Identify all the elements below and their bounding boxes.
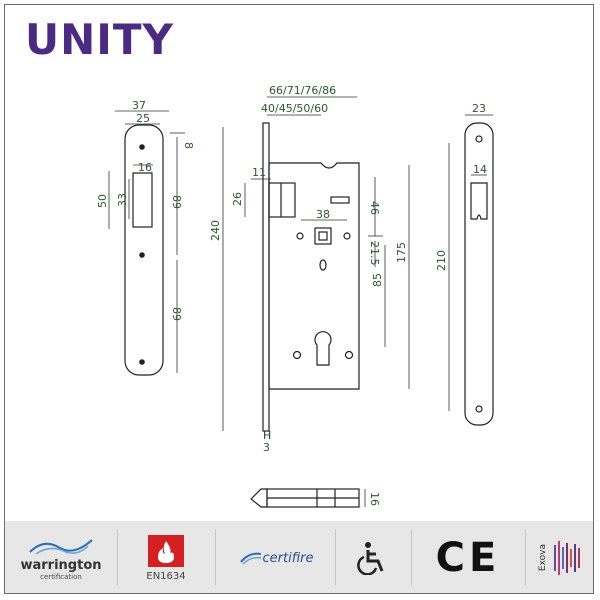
- dim-thickness-prefix: H: [263, 429, 271, 442]
- top-view-latch: [250, 488, 268, 508]
- follower-square: [314, 227, 332, 245]
- keep-dimension-lines: [448, 114, 493, 411]
- dim-forend-width: 37: [132, 99, 146, 112]
- brand-logo: UNITY: [25, 15, 174, 64]
- dim-latch-width: 11: [252, 166, 266, 179]
- forend-screw-middle: [139, 252, 145, 258]
- warrington-logo: warrington certification: [11, 527, 111, 589]
- warrington-name: warrington: [20, 557, 102, 573]
- forend-screw-bottom: [139, 359, 145, 365]
- dim-bolt-depth: 16: [368, 492, 381, 506]
- ce-mark-text: CE: [435, 535, 501, 581]
- dim-forend-top: 8: [182, 142, 195, 149]
- dim-strike-width: 16: [138, 161, 152, 174]
- fire-icon: [148, 534, 184, 567]
- euro-cylinder-cutout: [314, 331, 332, 366]
- certifire-swoosh-icon: [239, 552, 261, 565]
- dim-keep-height: 210: [435, 250, 448, 271]
- keep-screw-bottom: [475, 405, 483, 413]
- forend-screw-top: [139, 144, 145, 150]
- dim-follower-square: 38: [316, 208, 330, 221]
- dim-lower-spacing: 89: [170, 307, 183, 321]
- dim-case-height: 175: [395, 242, 408, 263]
- keep-plate: [464, 122, 494, 426]
- certification-footer: warrington certification EN1634 certifir…: [5, 521, 593, 593]
- forend-latch-slot: [132, 172, 153, 228]
- dim-thickness: 3: [263, 441, 270, 454]
- dim-backset-total: 66/71/76/86: [269, 84, 336, 97]
- keep-screw-top: [475, 135, 483, 143]
- ce-mark: CE: [417, 527, 519, 589]
- dim-keep-width: 23: [472, 102, 486, 115]
- lock-top-view: [250, 488, 360, 508]
- forend-dimension-lines: [108, 110, 185, 373]
- follower-hole-left: [296, 232, 304, 240]
- keep-latch-opening: [470, 182, 488, 220]
- dim-keep-opening: 14: [473, 163, 487, 176]
- forend-plate: [124, 124, 164, 376]
- lock-technical-drawing: 37 25 8 50 33 16 89 89 240: [96, 84, 494, 508]
- keep-outline: [464, 122, 494, 426]
- dim-follower-offset: 21.5: [368, 241, 381, 266]
- certifire-name: certifire: [262, 550, 314, 566]
- accessibility-badge: [339, 527, 403, 589]
- lock-dimension-lines: [244, 96, 410, 389]
- follower-hole-right: [343, 232, 351, 240]
- warrington-sub: certification: [40, 572, 82, 581]
- lock-case-outline: [268, 162, 360, 390]
- footer-divider: [117, 529, 118, 585]
- case-screw-left: [292, 350, 302, 360]
- lock-case: [262, 122, 360, 432]
- exova-bars-icon: [554, 541, 580, 575]
- footer-divider: [215, 529, 216, 585]
- dim-strike-height: 50: [96, 194, 109, 208]
- fire-rating-badge: EN1634: [123, 527, 209, 589]
- wheelchair-icon: [357, 542, 384, 575]
- certifire-logo: certifire: [221, 527, 331, 589]
- dim-upper-spacing: 89: [170, 195, 183, 209]
- fire-rating-label: EN1634: [146, 570, 186, 582]
- warrington-swoosh-icon: [29, 538, 93, 555]
- dim-forend-inner: 25: [136, 112, 150, 125]
- dim-centres: 85: [371, 273, 384, 287]
- fixing-slot: [319, 259, 327, 271]
- exova-logo: Exova: [531, 527, 589, 589]
- dim-overall-height: 240: [209, 220, 222, 241]
- bolt-slot: [330, 196, 350, 204]
- dim-top-to-follower: 46: [368, 201, 381, 215]
- forend-outline: [124, 124, 164, 376]
- dim-backset: 40/45/50/60: [261, 102, 328, 115]
- case-screw-right: [344, 350, 354, 360]
- footer-divider: [525, 529, 526, 585]
- dim-latch-height: 26: [231, 192, 244, 206]
- footer-divider: [411, 529, 412, 585]
- product-sheet: UNITY 37 25 8 50 33 16 89 89 240: [4, 4, 594, 594]
- latch-bolt: [268, 182, 296, 218]
- footer-divider: [335, 529, 336, 585]
- dim-strike-opening: 33: [116, 193, 129, 207]
- exova-name: Exova: [538, 544, 548, 572]
